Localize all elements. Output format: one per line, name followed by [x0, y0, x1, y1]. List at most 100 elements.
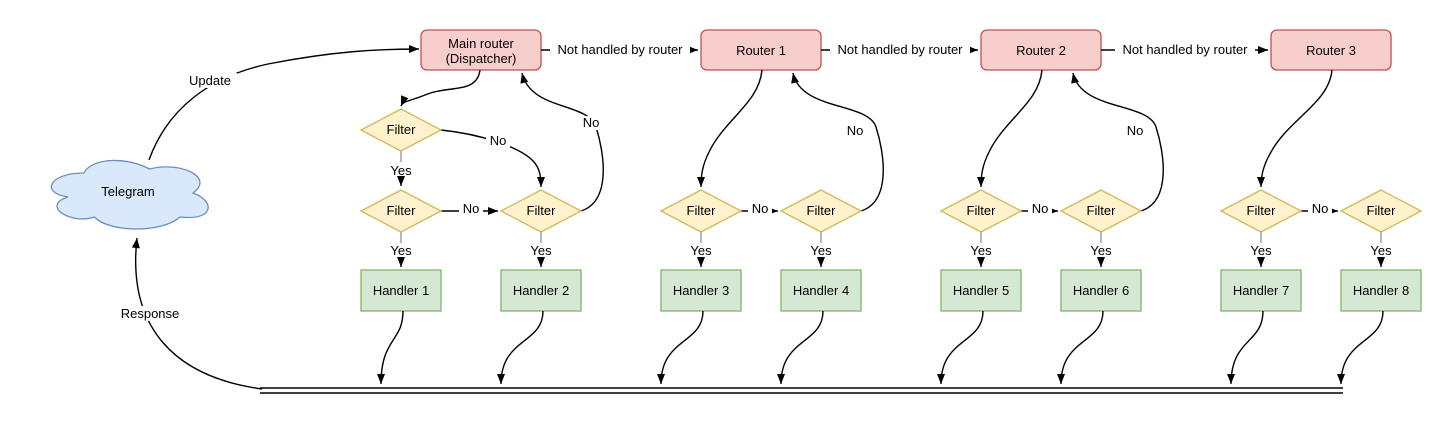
router-2-label: Router 2	[1016, 43, 1066, 58]
handler-1-to-bus-edge	[377, 310, 404, 385]
dispatcher-node: Main router (Dispatcher)	[420, 29, 542, 71]
no-label-bg-8	[1308, 202, 1332, 216]
handler-2-box	[500, 269, 582, 312]
filter-8-shape	[1219, 189, 1303, 233]
response-arrow	[131, 237, 263, 390]
not-handled-edge-3: Not handled by router	[1101, 42, 1268, 57]
filter-7-node: Filter	[1059, 189, 1143, 233]
no-label-4: No	[752, 201, 769, 216]
router3-to-filter-8-edge	[1257, 69, 1333, 188]
filter-9-shape	[1339, 189, 1423, 233]
handler-6-box	[1060, 269, 1142, 312]
filter-9-node: Filter	[1339, 189, 1423, 233]
yes-label-bg-4	[687, 244, 715, 258]
router2-to-filter-6-edge	[977, 69, 1043, 188]
not-handled-label-bg-2	[830, 42, 970, 57]
handler-1-node: Handler 1	[360, 269, 442, 312]
filter-2-label: Filter	[387, 203, 417, 218]
filter-5-shape	[779, 189, 863, 233]
no-label-bg-7	[1123, 124, 1147, 138]
no-label-8: No	[1312, 201, 1329, 216]
no-label-bg-1	[486, 134, 510, 148]
handler-3-box	[660, 269, 742, 312]
router-3-box	[1270, 29, 1392, 71]
response-edge: Response	[114, 237, 263, 390]
not-handled-label-bg-3	[1115, 42, 1255, 57]
no-label-bg-6	[1028, 202, 1052, 216]
no-label-7: No	[1127, 123, 1144, 138]
yes-label-2: Yes	[390, 243, 412, 258]
not-handled-edge-2: Not handled by router	[821, 42, 978, 57]
yes-label-bg-9	[1367, 244, 1395, 258]
filter-4-label: Filter	[687, 203, 717, 218]
response-label: Response	[121, 306, 180, 321]
handler-8-label: Handler 8	[1353, 283, 1409, 298]
no-label-bg-5	[843, 124, 867, 138]
no-arrow-filter3-dispatcher	[520, 72, 604, 212]
yes-edge-filter5-handler4: Yes	[807, 232, 835, 267]
filter-5-label: Filter	[807, 203, 837, 218]
yes-label-bg-1	[387, 164, 415, 178]
dispatcher-to-filter-1-edge	[400, 69, 481, 107]
yes-edge-filter6-handler5: Yes	[967, 232, 995, 267]
filter-8-node: Filter	[1219, 189, 1303, 233]
filter-8-label: Filter	[1247, 203, 1277, 218]
yes-label-bg-6	[967, 244, 995, 258]
no-edge-filter6-filter7: No	[1021, 201, 1058, 216]
handler-7-box	[1220, 269, 1302, 312]
filter-2-shape	[359, 189, 443, 233]
yes-label-4: Yes	[690, 243, 712, 258]
handler-7-node: Handler 7	[1220, 269, 1302, 312]
handler-6-to-bus-edge	[1057, 310, 1104, 385]
filter-9-label: Filter	[1367, 203, 1397, 218]
yes-label-1: Yes	[390, 163, 412, 178]
handler-5-to-bus-edge	[937, 310, 984, 385]
yes-label-bg-3	[527, 244, 555, 258]
filter-1-node: Filter	[359, 108, 443, 152]
no-edge-filter4-filter5: No	[741, 201, 778, 216]
handler-8-box	[1340, 269, 1422, 312]
not-handled-edge-1: Not handled by router	[541, 42, 698, 57]
cloud-label: Telegram	[101, 184, 154, 199]
no-label-bg-4	[748, 202, 772, 216]
yes-label-3: Yes	[530, 243, 552, 258]
yes-edge-filter2-handler1: Yes	[387, 232, 415, 267]
update-label: Update	[189, 73, 231, 88]
yes-label-bg-7	[1087, 244, 1115, 258]
filter-1-label: Filter	[387, 122, 417, 137]
filter-6-label: Filter	[967, 203, 997, 218]
yes-label-bg-2	[387, 244, 415, 258]
filter-3-shape	[499, 189, 583, 233]
handler-6-node: Handler 6	[1060, 269, 1142, 312]
handler-1-box	[360, 269, 442, 312]
handler-2-to-bus-edge	[497, 310, 544, 385]
dispatcher-sublabel: (Dispatcher)	[446, 51, 517, 66]
telegram-cloud-node: Telegram	[50, 159, 209, 230]
no-label-bg-2	[459, 202, 483, 216]
no-arrow-filter5-router1	[791, 72, 884, 212]
handler-5-label: Handler 5	[953, 283, 1009, 298]
no-edge-filter2-filter3: No	[441, 201, 498, 216]
filter-2-node: Filter	[359, 189, 443, 233]
handler-5-node: Handler 5	[940, 269, 1022, 312]
yes-label-6: Yes	[970, 243, 992, 258]
filter-3-node: Filter	[499, 189, 583, 233]
yes-label-bg-5	[807, 244, 835, 258]
yes-label-bg-8	[1247, 244, 1275, 258]
no-edge-filter8-filter9: No	[1301, 201, 1338, 216]
not-handled-label-2: Not handled by router	[837, 42, 963, 57]
yes-edge-filter4-handler3: Yes	[687, 232, 715, 267]
handler-2-label: Handler 2	[513, 283, 569, 298]
yes-label-7: Yes	[1090, 243, 1112, 258]
yes-edge-filter9-handler8: Yes	[1367, 232, 1395, 267]
handler-2-node: Handler 2	[500, 269, 582, 312]
yes-edge-filter3-handler2: Yes	[527, 232, 555, 267]
handler-4-node: Handler 4	[780, 269, 862, 312]
no-label-1: No	[490, 133, 507, 148]
router-3-node: Router 3	[1270, 29, 1392, 71]
not-handled-label-bg-1	[550, 42, 690, 57]
update-label-bg	[183, 73, 237, 88]
no-label-bg-3	[579, 116, 603, 130]
response-bus	[260, 387, 1343, 394]
no-label-3: No	[583, 115, 600, 130]
